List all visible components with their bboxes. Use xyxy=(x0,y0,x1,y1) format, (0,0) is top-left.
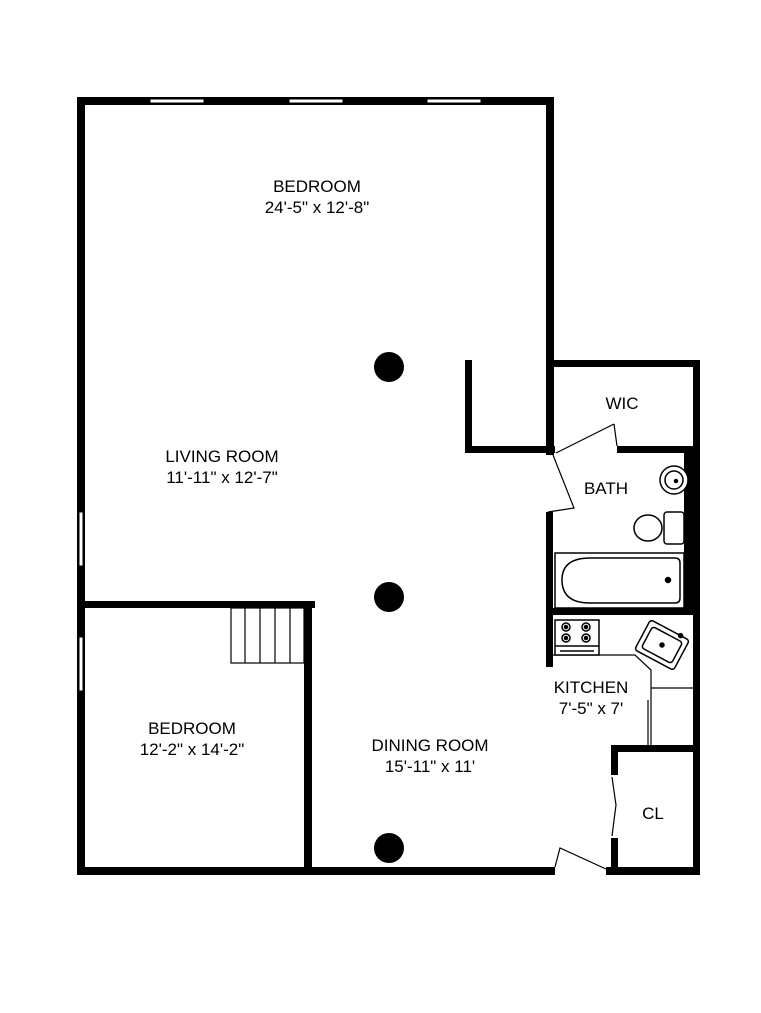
stairs-outline xyxy=(230,607,305,664)
wall-right-upper xyxy=(546,97,554,455)
wall-closet-west-top xyxy=(611,745,618,775)
door-closet xyxy=(611,776,617,837)
room-name: KITCHEN xyxy=(553,678,629,697)
wall-bottom-left xyxy=(77,867,555,875)
bath-fixtures xyxy=(554,465,693,609)
room-name: BEDROOM xyxy=(148,719,236,738)
room-name: BEDROOM xyxy=(273,177,361,196)
room-label-closet: CL xyxy=(642,803,664,824)
room-size: 12'-2" x 14'-2" xyxy=(139,740,245,759)
wall-bottom-right xyxy=(606,867,700,875)
wall-bath-bottom xyxy=(546,608,700,615)
room-label-bath: BATH xyxy=(584,478,628,499)
room-label-kitchen: KITCHEN 7'-5" x 7' xyxy=(554,677,629,719)
wall-kitchen-west xyxy=(546,615,553,667)
wall-bath-east-thick xyxy=(684,453,700,608)
stairs xyxy=(230,607,305,664)
kitchen-partition xyxy=(647,687,693,745)
wall-bedroom-top xyxy=(77,601,315,608)
wall-stub-vertical xyxy=(465,360,472,453)
door-entry xyxy=(554,847,607,870)
room-label-bedroom-bottom: BEDROOM 12'-2" x 14'-2" xyxy=(140,718,245,760)
window-top-3 xyxy=(426,98,482,104)
wall-closet-top xyxy=(611,745,700,752)
room-name: LIVING ROOM xyxy=(165,447,279,466)
room-size: 7'-5" x 7' xyxy=(558,699,624,718)
room-size: 24'-5" x 12'-8" xyxy=(264,198,370,217)
room-size: 11'-11" x 12'-7" xyxy=(166,468,278,487)
bathtub-inner xyxy=(561,557,681,604)
room-name: WIC xyxy=(605,394,639,413)
wall-stub-horizontal xyxy=(465,446,555,453)
room-name: CL xyxy=(642,804,664,823)
door-wic xyxy=(555,423,618,454)
window-left-2 xyxy=(78,636,84,692)
kitchen-fixtures xyxy=(554,619,690,671)
column-2 xyxy=(374,582,404,612)
columns xyxy=(374,352,404,863)
window-left-1 xyxy=(78,511,84,567)
window-top-2 xyxy=(288,98,344,104)
wall-left xyxy=(77,97,85,875)
room-name: BATH xyxy=(583,479,629,498)
toilet xyxy=(633,514,663,542)
wall-bedroom-east xyxy=(304,601,312,875)
door-bath xyxy=(547,454,575,513)
kitchen-sink xyxy=(634,619,690,671)
window-top-1 xyxy=(149,98,205,104)
toilet-tank xyxy=(663,511,685,545)
room-label-living-room: LIVING ROOM 11'-11" x 12'-7" xyxy=(165,446,278,488)
room-label-bedroom-top: BEDROOM 24'-5" x 12'-8" xyxy=(265,176,370,218)
wall-bath-west xyxy=(546,512,553,615)
windows xyxy=(78,98,482,692)
wall-wic-bottom xyxy=(617,446,700,453)
column-3 xyxy=(374,833,404,863)
column-1 xyxy=(374,352,404,382)
room-size: 15'-11" x 11' xyxy=(384,757,476,776)
room-label-dining-room: DINING ROOM 15'-11" x 11' xyxy=(371,735,488,777)
wall-east xyxy=(693,360,700,875)
wall-closet-west-bottom xyxy=(611,838,618,875)
room-name: DINING ROOM xyxy=(371,736,489,755)
room-label-wic: WIC xyxy=(605,393,638,414)
wall-wic-top xyxy=(554,360,700,367)
